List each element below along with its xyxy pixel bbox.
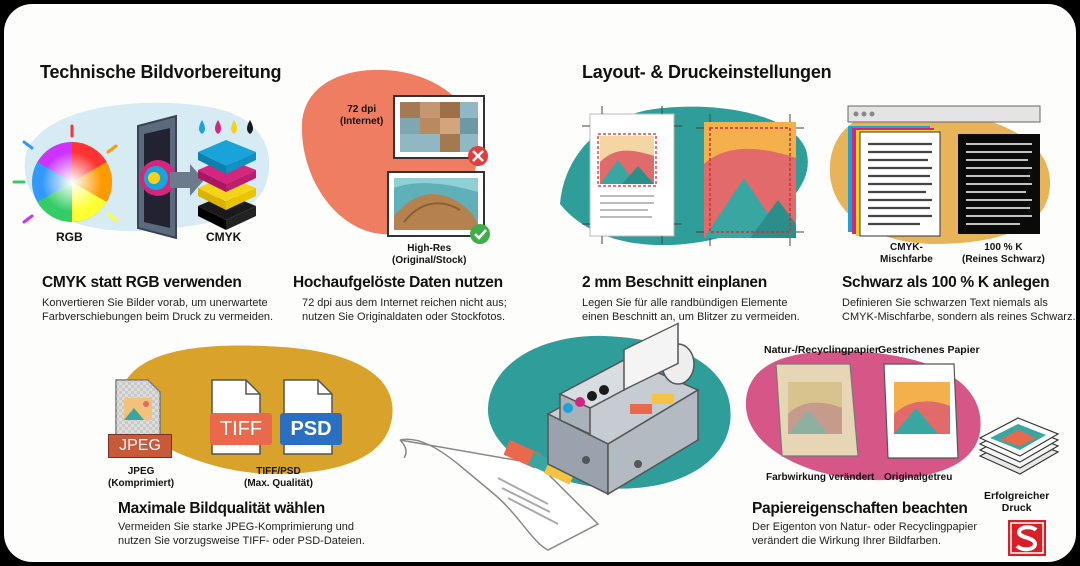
high-res-image-icon — [387, 171, 485, 237]
page-with-bleed-icon — [696, 114, 804, 246]
label-tiff-psd-line1: TIFF/PSD — [256, 466, 301, 477]
text-bleed-line1: Legen Sie für alle randbündigen Elemente — [582, 297, 788, 309]
black-text-illustration — [847, 105, 1041, 237]
label-rgb: RGB — [56, 230, 83, 244]
text-black: Definieren Sie schwarzen Text niemals al… — [842, 296, 1076, 324]
text-cmyk-line1: Konvertieren Sie Bilder vorab, um unerwa… — [42, 297, 268, 309]
label-jpeg-line2: (Komprimiert) — [108, 478, 175, 489]
reject-x-icon — [468, 146, 488, 166]
label-success-line2: Druck — [1001, 502, 1032, 514]
heading-bleed: 2 mm Beschnitt einplanen — [582, 274, 767, 291]
text-paper-line1: Der Eigenton von Natur- oder Recyclingpa… — [752, 521, 978, 533]
cmyk-ink-drops-icon — [199, 120, 253, 134]
label-natural-paper: Natur-/Recyclingpapier — [764, 344, 879, 356]
tiff-badge: TIFF — [210, 413, 272, 445]
text-paper: Der Eigenton von Natur- oder Recyclingpa… — [752, 520, 977, 548]
label-low-res: 72 dpi (Internet) — [340, 104, 383, 128]
label-high-res-line2: (Original/Stock) — [392, 255, 467, 266]
label-high-res-line1: High-Res — [407, 243, 452, 254]
browser-window-icon — [847, 105, 1041, 123]
text-paper-line2: verändert die Wirkung Ihrer Bildfarben. — [752, 535, 941, 547]
label-cmyk-mix: CMYK- Mischfarbe — [880, 242, 933, 266]
text-resolution-line2: nutzen Sie Originaldaten oder Stockfotos… — [302, 311, 506, 323]
label-color-changed: Farbwirkung verändert — [766, 472, 875, 483]
label-cmyk-mix-line1: CMYK- — [890, 242, 923, 253]
label-jpeg-line1: JPEG — [127, 466, 155, 477]
label-low-res-line1: 72 dpi — [347, 104, 377, 115]
label-cmyk-mix-line2: Mischfarbe — [880, 254, 933, 265]
text-black-line1: Definieren Sie schwarzen Text niemals al… — [842, 297, 1048, 309]
text-resolution-line1: 72 dpi aus dem Internet reichen nicht au… — [302, 297, 507, 309]
recycled-paper-icon — [775, 363, 859, 457]
heading-cmyk: CMYK statt RGB verwenden — [42, 274, 242, 291]
text-bleed: Legen Sie für alle randbündigen Elemente… — [582, 296, 800, 324]
label-true-color: Originalgetreu — [884, 472, 953, 483]
heading-paper: Papiereigenschaften beachten — [752, 500, 968, 517]
label-coated-paper: Gestrichenes Papier — [878, 344, 980, 356]
text-quality-line1: Vermeiden Sie starke JPEG-Komprimierung … — [118, 521, 354, 533]
label-success-line1: Erfolgreicher — [984, 490, 1050, 502]
brand-logo-icon — [1008, 520, 1046, 556]
approve-check-icon — [470, 224, 490, 244]
text-bleed-line2: einen Beschnitt an, um Blitzer zu vermei… — [582, 311, 800, 323]
label-cmyk: CMYK — [206, 230, 242, 244]
paper-comparison-illustration — [775, 363, 959, 459]
text-black-line2: CMYK-Mischfarbe, sondern als reines Schw… — [842, 311, 1076, 323]
paper-web-icon — [399, 438, 600, 551]
low-res-image-icon — [393, 95, 485, 159]
page-without-bleed-icon — [582, 106, 682, 244]
monitor-icon — [137, 114, 177, 240]
bleed-illustration — [582, 106, 804, 246]
text-cmyk-line2: Farbverschiebungen beim Druck zu vermeid… — [42, 311, 274, 323]
psd-badge: PSD — [280, 413, 342, 445]
print-stack-icon — [978, 417, 1060, 475]
text-quality-line2: nutzen Sie vorzugsweise TIFF- oder PSD-D… — [118, 535, 365, 547]
section-title-layout: Layout- & Druckeinstellungen — [582, 62, 832, 82]
heading-resolution: Hochaufgelöste Daten nutzen — [293, 274, 503, 291]
printing-press-illustration — [399, 322, 700, 551]
coated-paper-icon — [883, 363, 959, 459]
text-cmyk: Konvertieren Sie Bilder vorab, um unerwa… — [42, 296, 273, 324]
heading-black: Schwarz als 100 % K anlegen — [842, 274, 1050, 291]
label-success: Erfolgreicher Druck — [984, 490, 1049, 514]
text-resolution: 72 dpi aus dem Internet reichen nicht au… — [302, 296, 507, 324]
label-jpeg: JPEG (Komprimiert) — [108, 466, 174, 490]
rgb-color-wheel-icon — [12, 124, 118, 224]
cmyk-mix-text-page-icon — [848, 126, 941, 237]
arrow-icon — [170, 164, 204, 196]
rgb-to-cmyk-illustration — [12, 114, 256, 240]
label-100k-line2: (Reines Schwarz) — [962, 254, 1045, 265]
label-low-res-line2: (Internet) — [340, 116, 384, 127]
resolution-illustration — [387, 95, 490, 244]
press-machine-icon — [546, 322, 700, 496]
section-title-technical: Technische Bildvorbereitung — [40, 62, 282, 82]
pure-black-text-page-icon — [958, 134, 1040, 234]
heading-quality: Maximale Bildqualität wählen — [118, 500, 325, 517]
label-100k: 100 % K (Reines Schwarz) — [962, 242, 1045, 266]
jpeg-badge: JPEG — [108, 434, 172, 458]
infographic-canvas: Technische Bildvorbereitung Layout- & Dr… — [4, 4, 1076, 562]
label-tiff-psd: TIFF/PSD (Max. Qualität) — [244, 466, 313, 490]
label-tiff-psd-line2: (Max. Qualität) — [244, 478, 313, 489]
label-high-res: High-Res (Original/Stock) — [392, 243, 466, 267]
text-quality: Vermeiden Sie starke JPEG-Komprimierung … — [118, 520, 365, 548]
cmyk-layer-stack-icon — [198, 140, 256, 230]
label-100k-line1: 100 % K — [984, 242, 1023, 253]
